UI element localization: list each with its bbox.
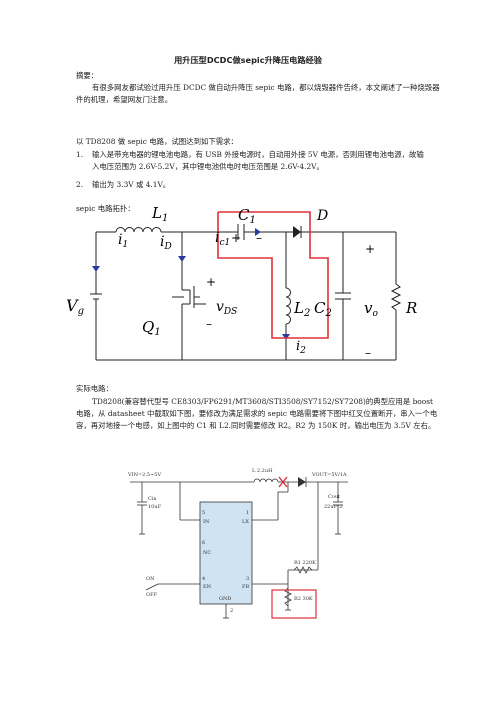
ic1-arrow-icon — [255, 228, 261, 236]
pin-6-name: NC — [203, 550, 211, 556]
label-cin-name: Cin — [148, 496, 157, 502]
abstract-label: 摘要： — [76, 71, 99, 80]
req-2-text: 输出为 3.3V 或 4.1V。 — [92, 180, 171, 189]
pin-6-num: 6 — [202, 540, 205, 546]
iD-arrow-icon — [178, 256, 186, 262]
label-vin: VIN=2.5~5V — [127, 472, 161, 478]
label-cout-val: 22uF*2 — [324, 504, 343, 510]
label-Q1: Q1 — [142, 318, 161, 338]
label-i2: i2 — [296, 339, 306, 356]
label-R: R — [405, 299, 417, 317]
label-L1: L1 — [151, 204, 168, 224]
label-i1: i1 — [118, 232, 128, 250]
pin-1-num: 1 — [246, 510, 249, 516]
sepic-topology-diagram: L1 C1 D ic1 + – i1 iD + vDS – Vg Q1 L2 i… — [66, 204, 417, 361]
label-C1: C1 — [238, 206, 256, 226]
label-cin-val: 10uF — [148, 504, 162, 510]
pin-4-num: 4 — [202, 576, 205, 582]
label-vout: VOUT=5V/1A — [311, 472, 347, 478]
pin-2-name: GND — [219, 596, 231, 602]
label-Vg: Vg — [66, 296, 84, 317]
req-2-num: 2. — [76, 180, 84, 189]
label-ic1: ic1 — [215, 230, 230, 248]
abstract-text: 有很多网友都试验过用升压 DCDC 做自动升降压 sepic 电路，都以烧毁器件… — [76, 83, 440, 104]
label-on: ON — [146, 576, 155, 582]
label-q1-minus: – — [206, 317, 212, 331]
topology-label: sepic 电路拓扑： — [76, 204, 135, 213]
label-off: OFF — [146, 592, 158, 598]
label-c1-minus: – — [256, 231, 262, 245]
label-q1-plus: + — [206, 275, 216, 289]
ic-body — [199, 501, 253, 605]
pin-3-name: FB — [242, 584, 249, 590]
intro-line: 以 TD8208 做 sepic 电路，试图达到如下需求： — [76, 137, 238, 146]
actual-text: TD8208(兼容替代型号 CE8303/FP6291/MT3608/STI35… — [76, 397, 438, 430]
label-vDS: vDS — [216, 299, 237, 317]
pin-3-num: 3 — [246, 576, 249, 582]
actual-label: 实际电路： — [76, 384, 113, 393]
label-r2: R2 30K — [294, 596, 313, 602]
label-L2: L2 — [293, 299, 310, 319]
r2-highlight-box — [271, 589, 317, 619]
label-cout-name: Cout — [328, 494, 340, 500]
label-vo-minus: – — [365, 346, 371, 360]
pin-2-num: 2 — [230, 608, 233, 614]
label-iD: iD — [160, 234, 172, 252]
req-1-text: 输入是带充电器的锂电池电路，有 USB 外接电源时，自动用外接 5V 电源，否则… — [92, 150, 424, 171]
document-title: 用升压型DCDC做sepic升降压电路经验 — [174, 55, 322, 65]
req-1-num: 1. — [76, 150, 84, 159]
pin-5-num: 5 — [202, 510, 205, 516]
pin-5-name: IN — [203, 519, 210, 525]
label-r1: R1 220K — [294, 560, 316, 566]
pin-4-name: EN — [203, 584, 212, 590]
application-schematic: VIN=2.5~5V L 2.2uH VOUT=5V/1A Cin 10uF C… — [127, 468, 348, 619]
label-vo-plus: + — [365, 242, 375, 256]
label-inductor: L 2.2uH — [252, 468, 273, 474]
label-D: D — [316, 208, 328, 224]
label-C2: C2 — [314, 299, 332, 319]
label-c1-plus: + — [231, 231, 241, 245]
pin-1-name: LX — [242, 519, 249, 525]
i2-arrow-icon — [282, 334, 290, 340]
sepic-highlight-box — [217, 211, 329, 339]
i1-arrow-icon — [92, 266, 100, 272]
label-vo: vo — [364, 299, 378, 319]
